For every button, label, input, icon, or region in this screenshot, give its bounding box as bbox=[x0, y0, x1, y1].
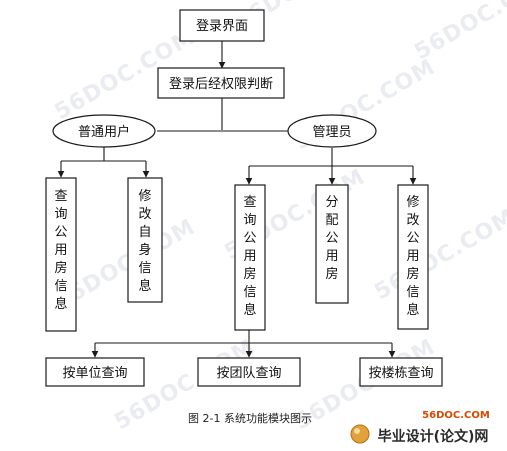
admin-edit-label: 修改公用房信息 bbox=[406, 195, 419, 318]
admin-edit-box bbox=[397, 184, 429, 330]
by-unit-label: 按单位查询 bbox=[62, 366, 127, 381]
user-query-label: 查询公用房信息 bbox=[54, 189, 67, 312]
user-role-ellipse bbox=[52, 114, 156, 148]
user-query-box bbox=[45, 177, 77, 332]
by-team-label: 按团队查询 bbox=[216, 366, 281, 381]
auth-box bbox=[157, 67, 285, 99]
user-edit-label: 修改自身信息 bbox=[138, 189, 151, 294]
watermark: 56DOC.COM bbox=[371, 205, 507, 306]
admin-query-box bbox=[234, 184, 266, 331]
auth-node: 登录后经权限判断 bbox=[157, 67, 285, 99]
admin-function-query: 查询公用房信息 bbox=[234, 184, 266, 331]
role-admin: 管理员 bbox=[287, 114, 377, 148]
logo-emblem-icon bbox=[350, 424, 370, 444]
start-node: 登录界面 bbox=[179, 9, 265, 42]
admin-role-ellipse bbox=[287, 114, 377, 148]
auth-label: 登录后经权限判断 bbox=[169, 76, 273, 92]
brand-url: 56DOC.COM bbox=[422, 410, 490, 421]
by-unit-box bbox=[45, 357, 145, 387]
admin-assign-label: 分配公用房 bbox=[325, 195, 338, 282]
admin-assign-box bbox=[315, 184, 349, 304]
start-label: 登录界面 bbox=[196, 19, 248, 34]
admin-query-label: 查询公用房信息 bbox=[243, 195, 256, 318]
admin-function-edit: 修改公用房信息 bbox=[397, 184, 429, 330]
brand-name: 毕业设计(论文)网 bbox=[378, 428, 489, 445]
query-by-team: 按团队查询 bbox=[197, 357, 301, 387]
site-logo: 56DOC.COM 毕业设计(论文)网 bbox=[350, 410, 490, 445]
query-by-building: 按楼栋查询 bbox=[359, 357, 443, 387]
admin-function-assign: 分配公用房 bbox=[315, 184, 349, 304]
user-edit-box bbox=[127, 177, 163, 303]
start-box bbox=[179, 9, 265, 42]
user-function-edit: 修改自身信息 bbox=[127, 177, 163, 303]
connectors bbox=[57, 41, 417, 358]
user-function-query: 查询公用房信息 bbox=[45, 177, 77, 332]
query-by-unit: 按单位查询 bbox=[45, 357, 145, 387]
watermark: 56DOC.COM bbox=[411, 0, 507, 65]
logo-highlight-icon bbox=[354, 428, 360, 434]
admin-role-label: 管理员 bbox=[312, 125, 351, 140]
role-user: 普通用户 bbox=[52, 114, 156, 148]
user-role-label: 普通用户 bbox=[78, 124, 130, 140]
by-building-label: 按楼栋查询 bbox=[368, 365, 433, 381]
by-building-box bbox=[359, 357, 443, 387]
figure-caption: 图 2-1 系统功能模块图示 bbox=[188, 411, 312, 425]
by-team-box bbox=[197, 357, 301, 387]
